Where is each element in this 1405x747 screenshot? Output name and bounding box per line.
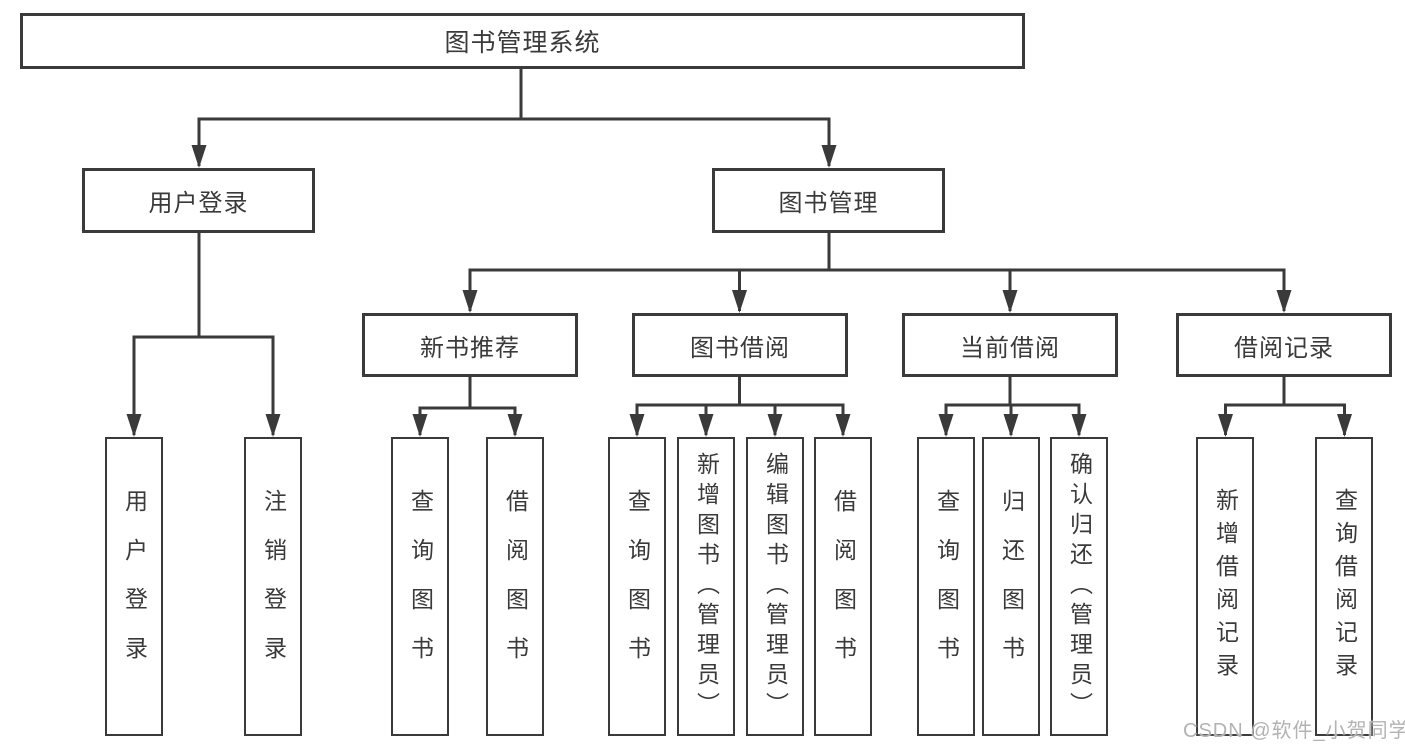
leaf-label: 新增图书（管理员） [693, 451, 720, 722]
node-book-borrowing: 图书借阅 [632, 313, 848, 377]
leaf-edit-books-admin: 编辑图书（管理员） [746, 437, 804, 736]
node-label: 图书管理 [778, 190, 879, 217]
leaf-label: 借阅图书 [830, 488, 857, 685]
node-book-management: 图书管理 [712, 168, 945, 233]
leaf-borrow-books-borrowing: 借阅图书 [814, 437, 872, 736]
leaf-add-books-admin: 新增图书（管理员） [677, 437, 735, 736]
leaf-label: 查询图书 [624, 488, 651, 685]
leaf-return-books: 归还图书 [982, 437, 1040, 736]
leaf-label: 注销登录 [260, 488, 287, 685]
leaf-label: 查询图书 [933, 488, 960, 685]
leaf-label: 查询借阅记录 [1331, 487, 1358, 686]
node-current-borrowing: 当前借阅 [902, 313, 1118, 377]
leaf-query-borrow-record: 查询借阅记录 [1315, 437, 1373, 736]
node-user-login: 用户登录 [82, 168, 315, 233]
leaf-label: 查询图书 [407, 488, 434, 685]
node-library-system: 图书管理系统 [20, 13, 1025, 69]
node-label: 图书借阅 [690, 334, 790, 362]
leaf-query-books-borrowing: 查询图书 [608, 437, 666, 736]
leaf-query-books-recommend: 查询图书 [391, 437, 449, 736]
leaf-label: 归还图书 [998, 488, 1025, 685]
leaf-confirm-return-admin: 确认归还（管理员） [1050, 437, 1108, 736]
leaf-label: 新增借阅记录 [1212, 487, 1239, 686]
node-label: 新书推荐 [420, 334, 520, 362]
watermark: CSDN @软件_小贺同学 [1183, 720, 1405, 742]
leaf-label: 编辑图书（管理员） [762, 451, 789, 722]
node-label: 图书管理系统 [444, 29, 601, 57]
leaf-borrow-books-recommend: 借阅图书 [486, 437, 544, 736]
leaf-label: 借阅图书 [502, 488, 529, 685]
leaf-label: 确认归还（管理员） [1066, 451, 1093, 722]
node-label: 当前借阅 [960, 334, 1060, 362]
node-label: 用户登录 [148, 190, 249, 217]
leaf-add-borrow-record: 新增借阅记录 [1196, 437, 1254, 736]
arrowheads [126, 145, 1352, 437]
node-new-book-recommendation: 新书推荐 [362, 313, 578, 377]
leaf-query-books-current: 查询图书 [917, 437, 975, 736]
leaf-label: 用户登录 [121, 488, 148, 685]
node-label: 借阅记录 [1234, 334, 1334, 362]
leaf-logout: 注销登录 [244, 437, 302, 736]
node-borrowing-records: 借阅记录 [1176, 313, 1392, 377]
leaf-user-login: 用户登录 [105, 437, 163, 736]
